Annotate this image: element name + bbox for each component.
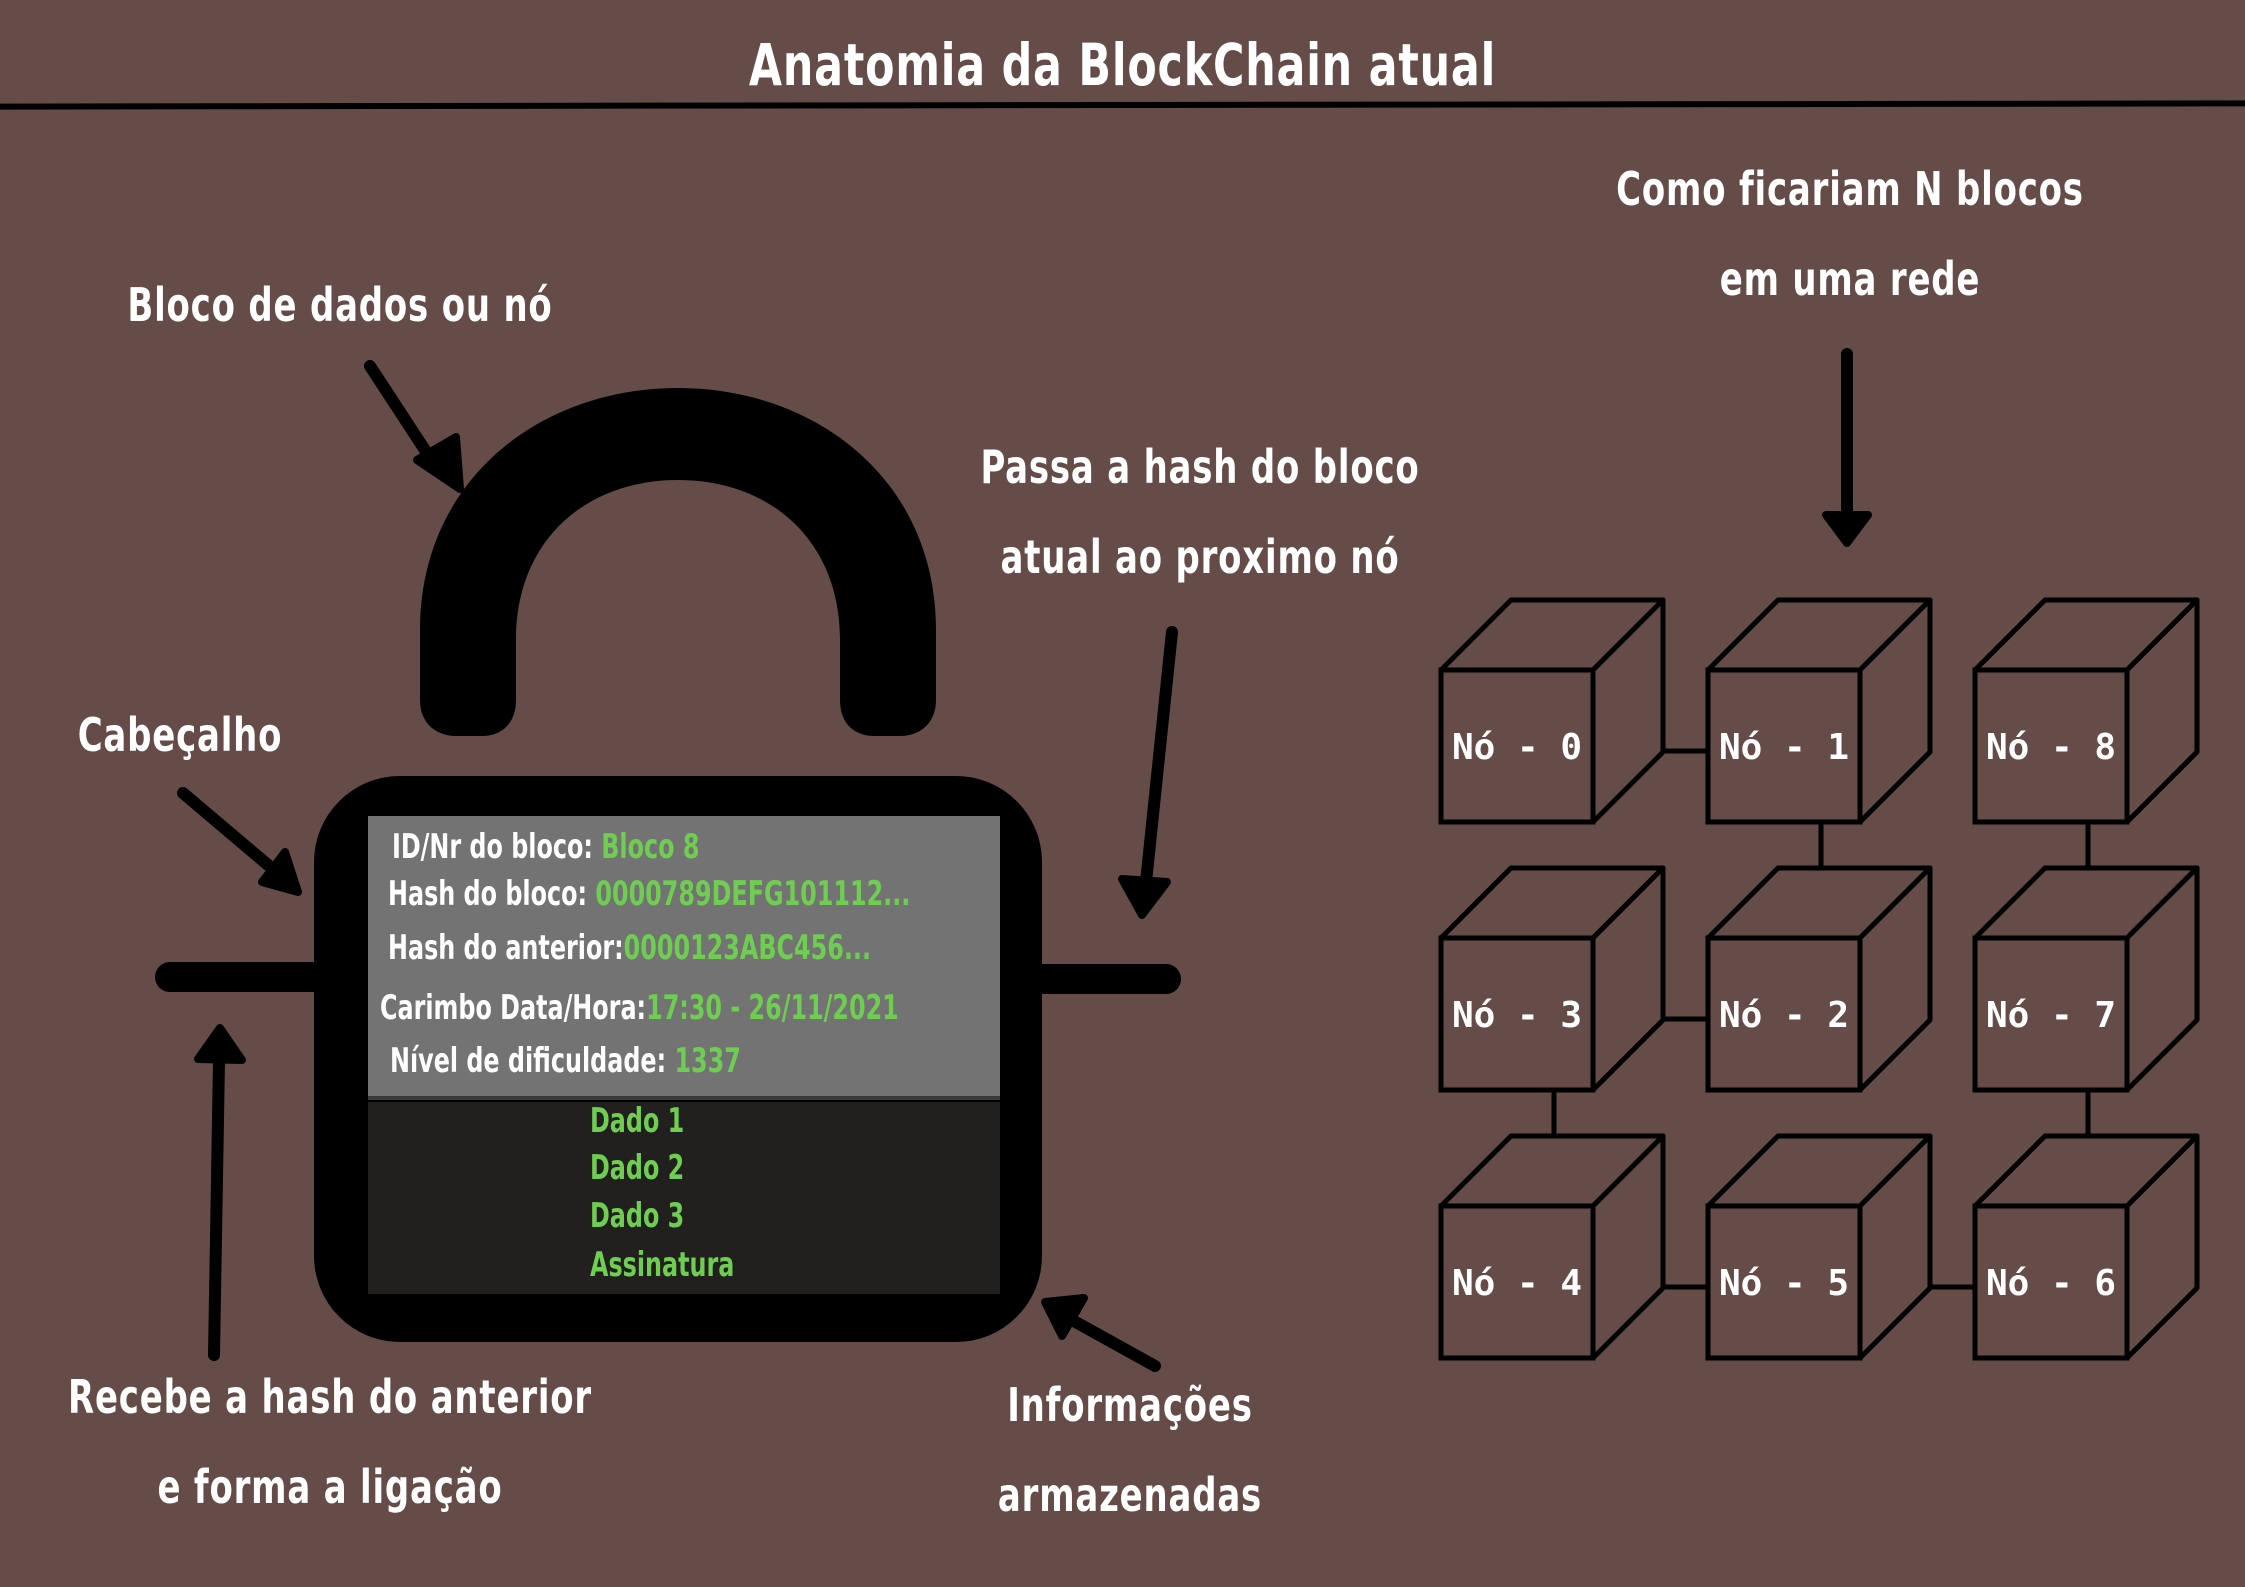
node-label: Nó - 2 [1719, 995, 1849, 1036]
block-data-panel: Dado 1 Dado 2 Dado 3 Assinatura [368, 1102, 1000, 1294]
network-node-cube: Nó - 1 [1705, 597, 1933, 825]
node-label: Nó - 7 [1986, 995, 2116, 1036]
network-node-cube: Nó - 6 [1972, 1133, 2200, 1361]
network-node-cube: Nó - 0 [1438, 597, 1666, 825]
page-title: Anatomia da BlockChain atual [748, 31, 1497, 99]
header-field-id: ID/Nr do bloco: Bloco 8 [392, 827, 700, 867]
node-label: Nó - 6 [1986, 1263, 2116, 1304]
block-header-panel: ID/Nr do bloco: Bloco 8 Hash do bloco: 0… [368, 816, 1000, 1100]
header-field-timestamp: Carimbo Data/Hora:17:30 - 26/11/2021 [380, 988, 899, 1028]
annotation-network: Como ficariam N blocos em uma rede [1616, 162, 2084, 306]
node-label: Nó - 5 [1719, 1263, 1849, 1304]
arrow-stored-info-icon [1041, 1294, 1161, 1372]
left-connector [155, 962, 316, 992]
field-value: Bloco 8 [601, 827, 700, 867]
node-label: Nó - 3 [1452, 995, 1582, 1036]
node-label: Nó - 1 [1719, 727, 1849, 768]
arrow-receives-hash-icon [194, 1024, 246, 1361]
field-value: 1337 [674, 1041, 741, 1081]
network-node-cube: Nó - 8 [1972, 597, 2200, 825]
annotation-receives-hash: Recebe a hash do anterior e forma a liga… [67, 1370, 592, 1514]
data-item: Dado 1 [590, 1101, 685, 1141]
field-value: 0000789DEFG101112... [595, 874, 911, 914]
data-item: Dado 3 [590, 1196, 685, 1236]
blockchain-network: Nó - 0 Nó - 1 Nó - 8 Nó - 3 Nó - 2 Nó - 7 Nó -… [1438, 597, 2200, 1361]
data-signature: Assinatura [590, 1245, 735, 1285]
network-node-cube: Nó - 2 [1705, 865, 1933, 1093]
arrow-network-icon [1822, 348, 1872, 547]
field-value: 17:30 - 26/11/2021 [646, 988, 899, 1028]
network-node-cube: Nó - 4 [1438, 1133, 1666, 1361]
node-label: Nó - 0 [1452, 727, 1582, 768]
header-field-difficulty: Nível de dificuldade: 1337 [390, 1041, 741, 1081]
annotation-header: Cabeçalho [77, 708, 283, 762]
right-connector [1040, 964, 1181, 994]
field-value: 0000123ABC456... [623, 928, 872, 968]
arrow-header-icon [177, 787, 302, 896]
header-field-previous-hash: Hash do anterior:0000123ABC456... [388, 928, 872, 968]
network-node-cube: Nó - 7 [1972, 865, 2200, 1093]
annotation-passes-hash: Passa a hash do bloco atual ao proximo n… [980, 440, 1420, 584]
header-field-hash: Hash do bloco: 0000789DEFG101112... [388, 874, 911, 914]
network-node-cube: Nó - 5 [1705, 1133, 1933, 1361]
lock-shackle [420, 388, 936, 736]
annotation-data-block: Bloco de dados ou nó [127, 278, 553, 332]
node-label: Nó - 4 [1452, 1263, 1582, 1304]
arrow-data-block-icon [364, 360, 464, 493]
node-label: Nó - 8 [1986, 727, 2116, 768]
arrow-passes-hash-icon [1118, 626, 1178, 919]
data-item: Dado 2 [590, 1148, 685, 1188]
annotation-stored-info: Informações armazenadas [997, 1378, 1263, 1522]
network-node-cube: Nó - 3 [1438, 865, 1666, 1093]
